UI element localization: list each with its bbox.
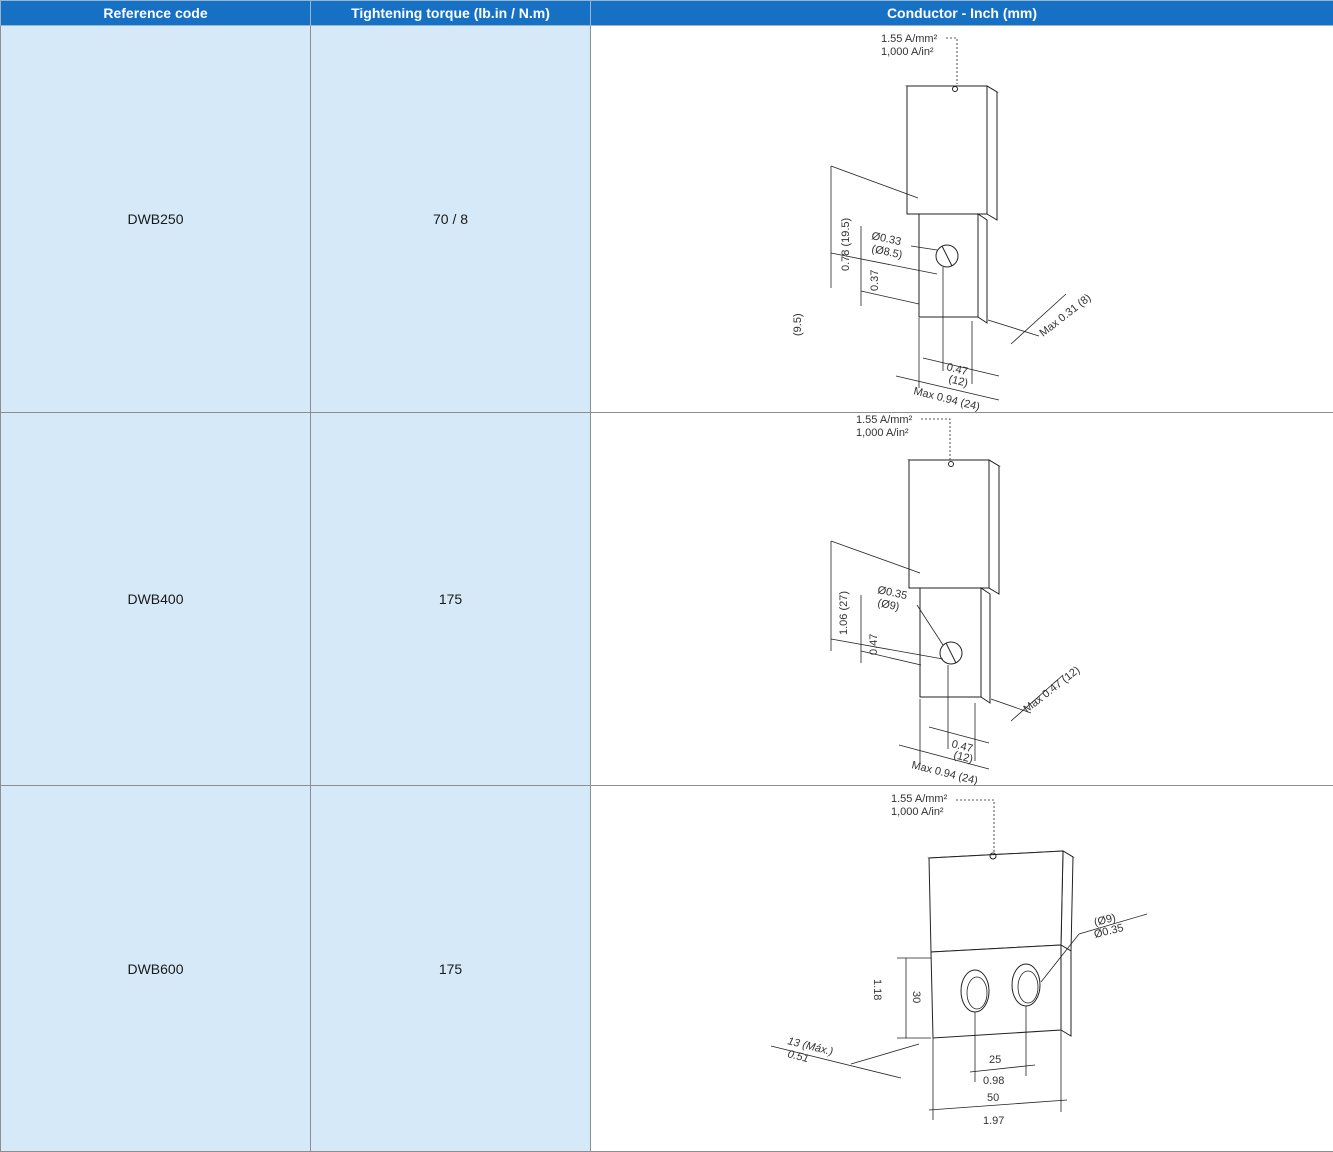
width-mm-dimension: 50 [987,1092,999,1104]
width-dimension: Max 0.94 (24) [912,385,981,412]
busbar-drawing-dwb250: 1.55 A/mm² 1,000 A/in² [591,26,1333,412]
current-density-in-label: 1,000 A/in² [891,806,944,818]
current-density-mm-label: 1.55 A/mm² [891,793,948,805]
table-row: DWB600 175 1.55 A/mm² 1,000 A/in² [1,786,1333,1152]
torque-cell: 70 / 8 [311,26,591,413]
height-mm-dimension: 30 [910,991,922,1003]
busbar-drawing-dwb600: 1.55 A/mm² 1,000 A/in² [591,786,1333,1151]
width-in-dimension: 1.97 [983,1115,1004,1127]
leader-line [956,800,994,858]
conductor-drawing-cell: 1.55 A/mm² 1,000 A/in² [591,413,1333,786]
leader-line [946,38,957,84]
thickness-dimension: Max 0.31 (8) [1037,292,1093,339]
reference-code-cell: DWB250 [1,26,311,413]
table-row: DWB400 175 1.55 A/mm² 1,000 A/in² [1,413,1333,786]
header-conductor: Conductor - Inch (mm) [591,1,1333,26]
current-density-mm-label: 1.55 A/mm² [856,414,913,426]
block-front-face [907,86,987,214]
torque-cell: 175 [311,786,591,1152]
block-side-face [987,86,997,220]
spacing-in-dimension: 0.98 [983,1075,1004,1087]
current-density-in-label: 1,000 A/in² [856,427,909,439]
header-row: Reference code Tightening torque (lb.in … [1,1,1333,26]
hole-offset-dimension: 0.37 [869,270,881,291]
reference-code-cell: DWB600 [1,786,311,1152]
height-in-dimension: 1.18 [871,979,883,1000]
offset-mm-dimension: (9.5) [792,313,804,336]
conductor-drawing-cell: 1.55 A/mm² 1,000 A/in² [591,786,1333,1152]
hole-offset-dimension: 0.47 [868,634,880,655]
block-side-face [989,460,999,594]
spacing-mm-dimension: 25 [989,1054,1001,1066]
header-tightening-torque: Tightening torque (lb.in / N.m) [311,1,591,26]
table-row: DWB250 70 / 8 1.55 A/mm² 1,000 A/in² [1,26,1333,413]
thickness-dimension: Max 0.47 (12) [1021,664,1082,715]
busbar-drawing-dwb400: 1.55 A/mm² 1,000 A/in² [591,413,1333,785]
torque-cell: 175 [311,413,591,786]
plate-front-face [931,945,1061,1038]
blade-side-face [978,214,987,323]
current-density-in-label: 1,000 A/in² [881,46,934,58]
block-front-face [929,851,1063,952]
header-reference-code: Reference code [1,1,311,26]
height-dimension: 1.06 (27) [838,591,850,635]
height-dimension: 0.78 (19.5) [840,218,852,271]
conductor-drawing-cell: 1.55 A/mm² 1,000 A/in² [591,26,1333,413]
block-front-face [909,460,989,588]
blade-front-face [919,214,978,317]
blade-side-face [981,588,990,703]
reference-code-cell: DWB400 [1,413,311,786]
current-density-mm-label: 1.55 A/mm² [881,33,938,45]
plate-side-face [1061,945,1071,1036]
